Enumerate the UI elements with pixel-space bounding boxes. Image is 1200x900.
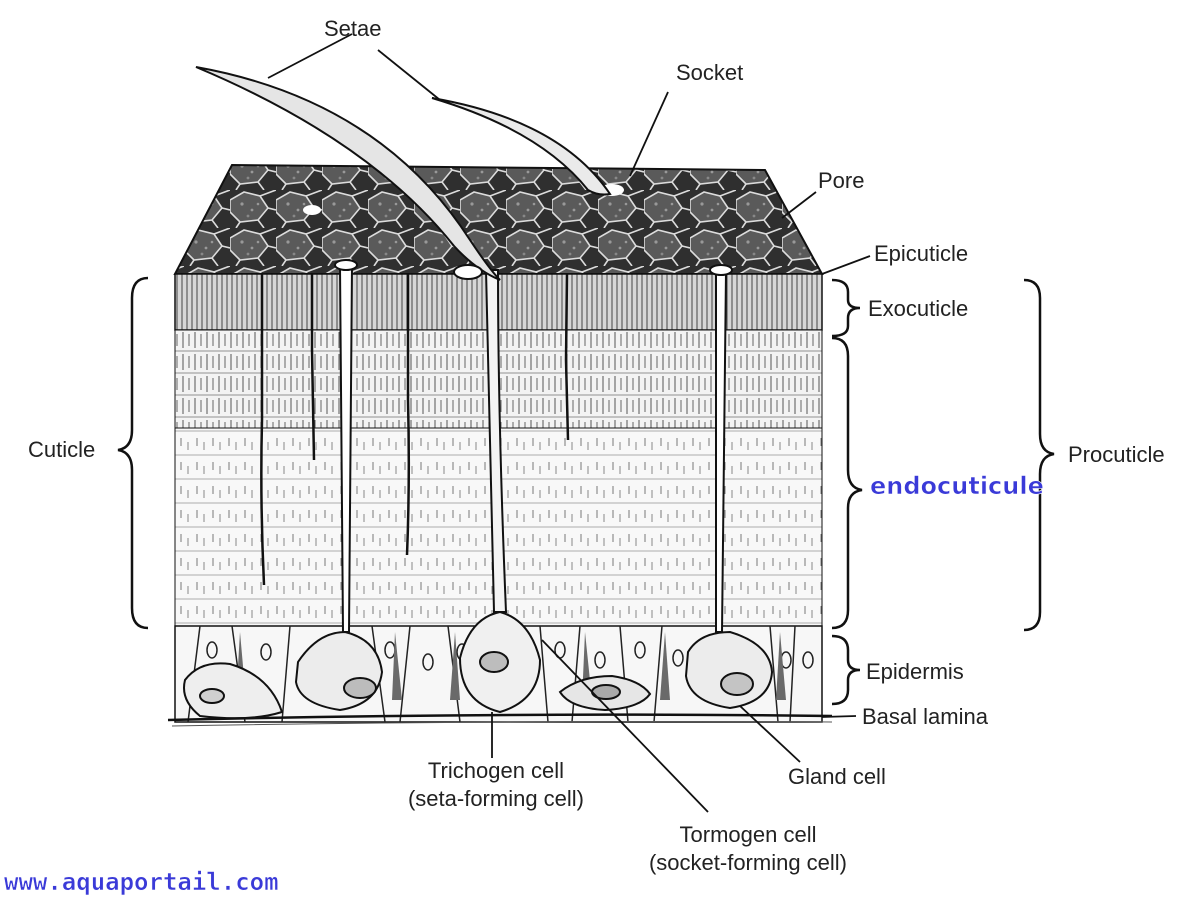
brackets (117, 276, 1055, 706)
specialized-cells (183, 610, 774, 720)
basal-lamina (167, 713, 833, 722)
label-trichogen-line1: Trichogen cell (428, 758, 564, 783)
label-basal-lamina: Basal lamina (862, 704, 989, 729)
leader-lines (267, 33, 871, 813)
label-gland-cell: Gland cell (788, 764, 886, 789)
label-setae: Setae (324, 16, 382, 41)
label-tormogen-line1: Tormogen cell (680, 822, 817, 847)
seta-small (431, 97, 612, 196)
epidermis-bracket (831, 634, 861, 706)
label-endocuticle: endocuticule (870, 472, 1044, 500)
label-epidermis: Epidermis (866, 659, 964, 684)
cuticle-bracket (117, 276, 149, 630)
gland-ducts (334, 259, 733, 633)
label-epicuticle: Epicuticle (874, 241, 968, 266)
pore-opening (303, 205, 321, 215)
label-tormogen-line2: (socket-forming cell) (649, 850, 847, 875)
label-procuticle: Procuticle (1068, 442, 1165, 467)
label-trichogen-line2: (seta-forming cell) (408, 786, 584, 811)
pore-canals (260, 273, 570, 586)
label-cuticle: Cuticle (28, 437, 95, 462)
seta-socket-large (453, 264, 483, 280)
procuticle-bracket (1023, 278, 1055, 632)
watermark: www.aquaportail.com (4, 868, 279, 896)
seta-large (195, 66, 501, 281)
label-pore: Pore (818, 168, 864, 193)
seta-shaft-root (484, 269, 508, 613)
left-epidermal-cell (183, 662, 284, 720)
endocuticle-bracket (831, 336, 863, 630)
label-socket: Socket (676, 60, 743, 85)
cuticle-surface (173, 163, 824, 275)
label-exocuticle: Exocuticle (868, 296, 968, 321)
exocuticle-bracket (831, 278, 861, 338)
